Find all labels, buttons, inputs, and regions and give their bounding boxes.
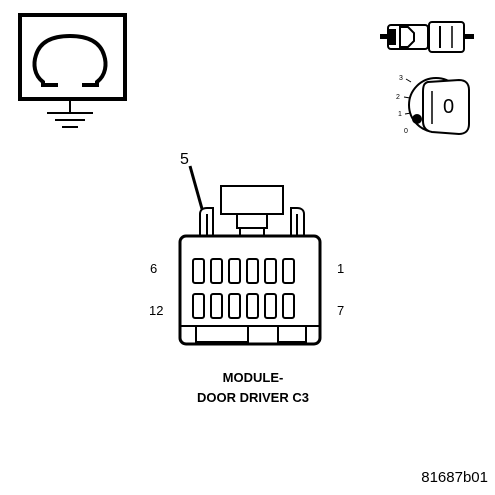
callout-pin-number: 5: [180, 151, 189, 168]
ohmmeter-ground-icon: [18, 13, 127, 128]
pin-row-top: [192, 258, 295, 284]
ignition-position-1: 1: [398, 111, 402, 118]
ignition-key-icon: 3 2 1 0 0: [396, 75, 470, 136]
pin-label-bottom-left: 12: [149, 303, 163, 318]
pin-label-top-right: 1: [337, 261, 344, 276]
ignition-position-3: 3: [399, 75, 403, 82]
connector-title-line1: MODULE-: [223, 370, 284, 385]
connector-disconnect-icon: [380, 21, 474, 53]
figure-id: 81687b01: [421, 469, 488, 486]
ignition-position-0: 0: [404, 128, 408, 135]
connector-c3: [178, 185, 322, 346]
connector-title-line2: DOOR DRIVER C3: [197, 390, 309, 405]
pin-label-bottom-right: 7: [337, 303, 344, 318]
pin-label-top-left: 6: [150, 261, 157, 276]
pin-row-bottom: [192, 293, 295, 319]
ignition-key-label: 0: [443, 96, 454, 118]
ignition-position-2: 2: [396, 94, 400, 101]
